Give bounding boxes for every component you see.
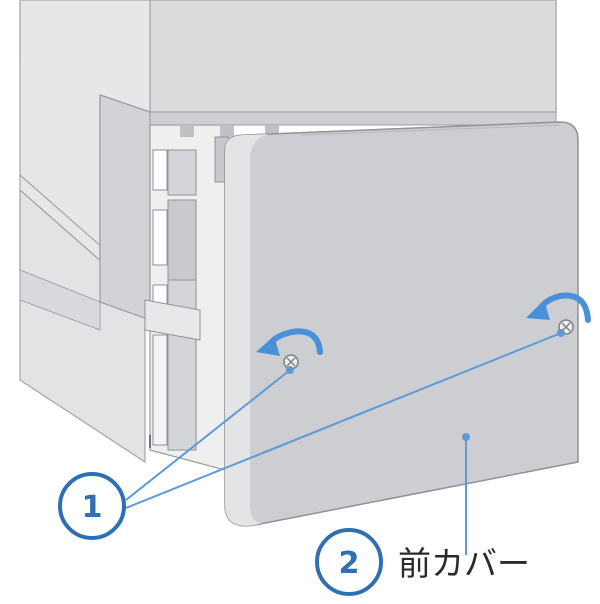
leader-line-1a xyxy=(125,369,291,501)
rotate-arrow-icon xyxy=(256,328,323,356)
leader-dot xyxy=(286,366,294,374)
callout-1: 1 xyxy=(58,472,126,540)
leader-line-1b xyxy=(125,332,562,509)
leader-dot xyxy=(557,329,565,337)
screw-right xyxy=(526,292,591,335)
front-cover xyxy=(224,121,579,527)
leader-lines xyxy=(125,332,562,555)
leader-dot xyxy=(462,433,470,441)
callout-2-label: 前カバー xyxy=(398,544,530,583)
machine-body xyxy=(19,0,557,471)
callout-2-number: 2 xyxy=(339,546,360,581)
screw-left xyxy=(256,328,323,370)
rotate-arrow-icon xyxy=(526,292,591,323)
screw-icon xyxy=(283,354,299,370)
callout-2: 2 前カバー xyxy=(315,528,530,596)
callout-1-number: 1 xyxy=(82,490,103,525)
